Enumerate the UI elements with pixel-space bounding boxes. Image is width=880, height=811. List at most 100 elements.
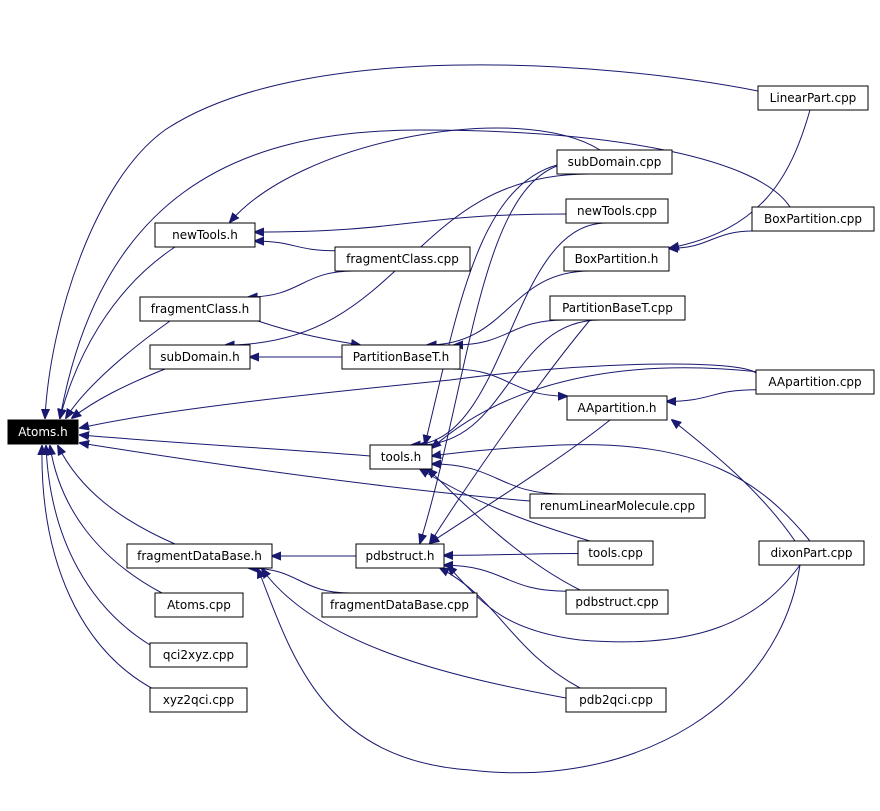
edge-partitionbaset-cpp-to-tools-h	[418, 319, 601, 445]
graph-nodes: Atoms.h newTools.h fragmentClass.h subDomai…	[7, 85, 875, 713]
node-fragmentdatabase-cpp[interactable]: fragmentDataBase.cpp	[321, 592, 478, 618]
node-box	[7, 419, 79, 445]
node-xyz2qci-cpp[interactable]: xyz2qci.cpp	[149, 687, 248, 713]
node-label: tools.cpp	[588, 546, 643, 560]
edge-tools-cpp-to-tools-h	[420, 469, 591, 542]
node-pdb2qci-cpp[interactable]: pdb2qci.cpp	[565, 687, 667, 713]
node-label: pdb2qci.cpp	[579, 693, 653, 707]
node-box	[556, 149, 673, 175]
node-box	[139, 296, 261, 322]
node-box	[149, 687, 248, 713]
node-newtools-h[interactable]: newTools.h	[154, 222, 256, 248]
node-box	[529, 493, 706, 519]
edge-dixonpart-cpp-to-tools-h	[432, 444, 811, 542]
node-apartition-cpp[interactable]: AApartition.cpp	[755, 369, 875, 395]
node-label: fragmentDataBase.cpp	[330, 598, 469, 612]
edge-boxpartition-h-to-partitionbaset-h	[427, 270, 591, 345]
node-label: AApartition.cpp	[768, 375, 861, 389]
node-dixonpart-cpp[interactable]: dixonPart.cpp	[758, 540, 865, 566]
node-fragmentclass-cpp[interactable]: fragmentClass.cpp	[334, 246, 471, 272]
edge-pdb2qci-cpp-to-fragmentdatabase-h	[262, 569, 567, 699]
edge-apartition-cpp-to-apartition-h	[667, 389, 757, 402]
node-subdomain-h[interactable]: subDomain.h	[149, 344, 251, 370]
node-apartition-h[interactable]: AApartition.h	[566, 395, 668, 421]
edge-apartition-cpp-to-atoms-h	[80, 363, 757, 428]
node-boxpartition-h[interactable]: BoxPartition.h	[563, 246, 670, 272]
edge-tools-h-to-atoms-h	[80, 435, 371, 457]
node-box	[565, 687, 667, 713]
node-label: LinearPart.cpp	[770, 91, 857, 105]
node-label: pdbstruct.cpp	[575, 595, 658, 609]
node-label: Atoms.cpp	[167, 598, 231, 612]
edge-partitionbaset-cpp-to-pdbstruct-h	[430, 319, 591, 543]
edge-boxpartition-cpp-to-boxpartition-h	[669, 230, 755, 248]
node-label: PartitionBaseT.cpp	[562, 301, 673, 315]
node-label: fragmentDataBase.h	[137, 549, 262, 563]
node-partitionbaset-cpp[interactable]: PartitionBaseT.cpp	[549, 295, 686, 321]
node-box	[565, 589, 669, 615]
edge-pdbstruct-cpp-to-pdbstruct-h	[444, 565, 567, 592]
node-box	[757, 85, 869, 111]
node-label: fragmentClass.h	[151, 302, 250, 316]
edge-qci2xyz-cpp-to-atoms-h	[46, 446, 156, 649]
node-box	[565, 198, 669, 224]
node-box	[563, 246, 670, 272]
node-label: xyz2qci.cpp	[163, 693, 234, 707]
node-linearpart-cpp[interactable]: LinearPart.cpp	[757, 85, 869, 111]
node-label: newTools.cpp	[577, 204, 657, 218]
node-box	[577, 540, 654, 566]
edge-fragmentclass-cpp-to-fragmentclass-h	[249, 270, 354, 297]
node-tools-h[interactable]: tools.h	[369, 444, 433, 470]
node-box	[549, 295, 686, 321]
edge-dixonpart-cpp-to-apartition-h	[672, 420, 796, 542]
edge-boxpartition-cpp-to-atoms-h	[60, 129, 791, 418]
node-pdbstruct-h[interactable]: pdbstruct.h	[355, 543, 445, 569]
node-tools-cpp[interactable]: tools.cpp	[577, 540, 654, 566]
node-pdbstruct-cpp[interactable]: pdbstruct.cpp	[565, 589, 669, 615]
edge-newtools-h-to-atoms-h	[60, 246, 176, 418]
edge-dixonpart-cpp-to-fragmentdatabase-h	[258, 564, 801, 774]
node-label: pdbstruct.h	[365, 549, 434, 563]
node-atoms-h[interactable]: Atoms.h	[7, 419, 79, 445]
node-renumlinearmolecule-cpp[interactable]: renumLinearMolecule.cpp	[529, 493, 706, 519]
node-label: AApartition.h	[577, 401, 656, 415]
node-box	[369, 444, 433, 470]
edge-pdbstruct-cpp-to-tools-h	[428, 469, 581, 591]
node-label: PartitionBaseT.h	[353, 350, 450, 364]
node-qci2xyz-cpp[interactable]: qci2xyz.cpp	[149, 642, 248, 668]
node-box	[355, 543, 445, 569]
node-newtools-cpp[interactable]: newTools.cpp	[565, 198, 669, 224]
node-label: BoxPartition.cpp	[764, 212, 862, 226]
node-label: subDomain.h	[160, 350, 239, 364]
edge-tools-cpp-to-pdbstruct-h	[444, 554, 579, 556]
node-label: subDomain.cpp	[568, 155, 662, 169]
edge-xyz2qci-cpp-to-atoms-h	[42, 446, 156, 691]
edge-apartition-cpp-to-tools-h	[432, 367, 761, 448]
node-label: dixonPart.cpp	[771, 546, 853, 560]
edge-apartition-h-to-pdbstruct-h	[430, 419, 611, 543]
edge-renumlinearmolecule-cpp-to-tools-h	[432, 464, 565, 495]
node-subdomain-cpp[interactable]: subDomain.cpp	[556, 149, 673, 175]
node-label: fragmentClass.cpp	[346, 252, 459, 266]
node-box	[566, 395, 668, 421]
edge-renumlinearmolecule-cpp-to-atoms-h	[80, 443, 531, 502]
node-box	[149, 642, 248, 668]
edge-linearpart-cpp-to-atoms-h	[45, 64, 759, 418]
node-atoms-cpp[interactable]: Atoms.cpp	[154, 592, 244, 618]
node-label: newTools.h	[172, 228, 238, 242]
node-box	[321, 592, 478, 618]
node-box	[154, 592, 244, 618]
node-boxpartition-cpp[interactable]: BoxPartition.cpp	[751, 206, 875, 232]
node-fragmentclass-h[interactable]: fragmentClass.h	[139, 296, 261, 322]
edge-linearpart-cpp-to-boxpartition-h	[670, 109, 811, 248]
node-box	[154, 222, 256, 248]
edge-newtools-cpp-to-tools-h	[412, 222, 607, 445]
edge-atoms-cpp-to-atoms-h	[50, 446, 163, 594]
node-fragmentdatabase-h[interactable]: fragmentDataBase.h	[126, 543, 273, 569]
node-label: Atoms.h	[18, 425, 67, 439]
node-partitionbaset-h[interactable]: PartitionBaseT.h	[341, 344, 461, 370]
edge-subdomain-cpp-to-pdbstruct-h	[420, 164, 561, 543]
edge-fragmentclass-cpp-to-newtools-h	[255, 241, 336, 252]
node-box	[751, 206, 875, 232]
